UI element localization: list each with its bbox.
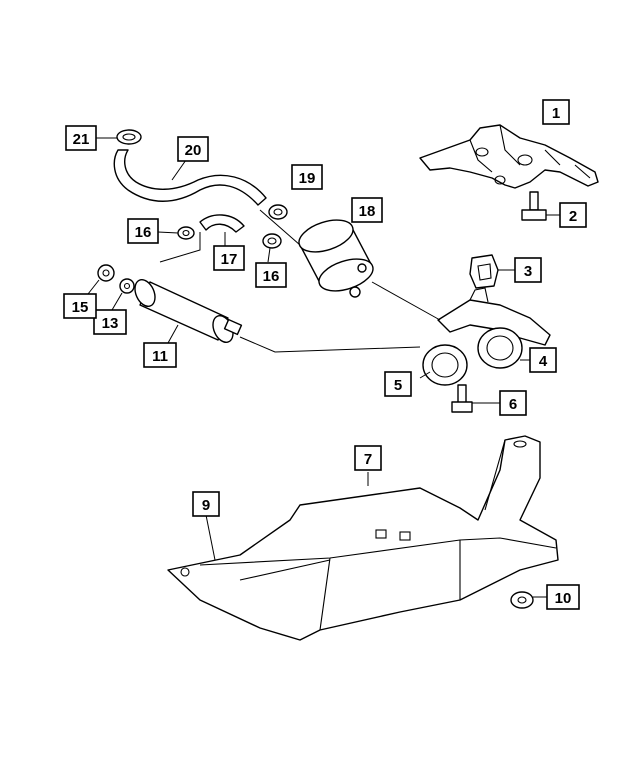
svg-text:10: 10 bbox=[555, 590, 572, 607]
routing-lines bbox=[159, 209, 441, 353]
callout-15: 15 bbox=[63, 293, 97, 319]
svg-text:5: 5 bbox=[394, 377, 402, 394]
svg-text:4: 4 bbox=[539, 353, 548, 370]
svg-text:7: 7 bbox=[364, 451, 372, 468]
callout-9: 9 bbox=[192, 491, 220, 517]
part-1-bracket bbox=[419, 124, 599, 189]
part-17-hose bbox=[199, 214, 245, 246]
callout-4: 4 bbox=[529, 347, 557, 373]
callout-19: 19 bbox=[291, 164, 323, 190]
part-2-bolt bbox=[521, 191, 560, 221]
callout-18: 18 bbox=[351, 197, 383, 223]
svg-text:1: 1 bbox=[552, 105, 560, 122]
part-15-nut bbox=[87, 264, 115, 295]
svg-text:15: 15 bbox=[72, 299, 89, 316]
part-3-clip bbox=[469, 254, 515, 289]
part-13-washer bbox=[111, 278, 135, 311]
part-18-fuel-filter bbox=[298, 219, 374, 298]
callout-1: 1 bbox=[542, 99, 570, 125]
callout-3: 3 bbox=[514, 257, 542, 283]
svg-text:16: 16 bbox=[135, 224, 152, 241]
svg-text:20: 20 bbox=[185, 142, 202, 159]
svg-text:19: 19 bbox=[299, 170, 316, 187]
callout-7: 7 bbox=[354, 445, 382, 471]
callout-16-right: 16 bbox=[255, 262, 287, 288]
callout-2: 2 bbox=[559, 202, 587, 228]
callout-11: 11 bbox=[143, 342, 177, 368]
part-16-clamp-right bbox=[262, 233, 282, 263]
part-4-5-pump-bracket bbox=[419, 287, 551, 386]
svg-text:6: 6 bbox=[509, 396, 517, 413]
callout-20: 20 bbox=[177, 136, 209, 162]
svg-text:9: 9 bbox=[202, 497, 210, 514]
svg-text:11: 11 bbox=[152, 348, 168, 365]
part-6-bolt bbox=[451, 384, 500, 413]
part-21-clamp bbox=[96, 129, 142, 145]
part-20-hose bbox=[113, 149, 267, 206]
callout-10: 10 bbox=[546, 584, 580, 610]
svg-text:17: 17 bbox=[221, 251, 238, 268]
part-16-clamp-left bbox=[157, 226, 195, 240]
svg-text:21: 21 bbox=[73, 131, 90, 148]
callout-21: 21 bbox=[65, 125, 97, 151]
svg-text:2: 2 bbox=[569, 208, 577, 225]
svg-text:18: 18 bbox=[359, 203, 376, 220]
part-11-fuel-pump bbox=[134, 278, 243, 344]
callout-5: 5 bbox=[384, 371, 412, 397]
callout-13: 13 bbox=[93, 309, 127, 335]
callout-17: 17 bbox=[213, 245, 245, 271]
part-7-9-skid-plate bbox=[167, 435, 559, 641]
part-19-clamp bbox=[268, 204, 288, 220]
svg-text:16: 16 bbox=[263, 268, 280, 285]
callout-16-left: 16 bbox=[127, 218, 159, 244]
svg-text:3: 3 bbox=[524, 263, 532, 280]
svg-text:13: 13 bbox=[102, 315, 119, 332]
callout-6: 6 bbox=[499, 390, 527, 416]
part-10-nut bbox=[510, 591, 547, 609]
